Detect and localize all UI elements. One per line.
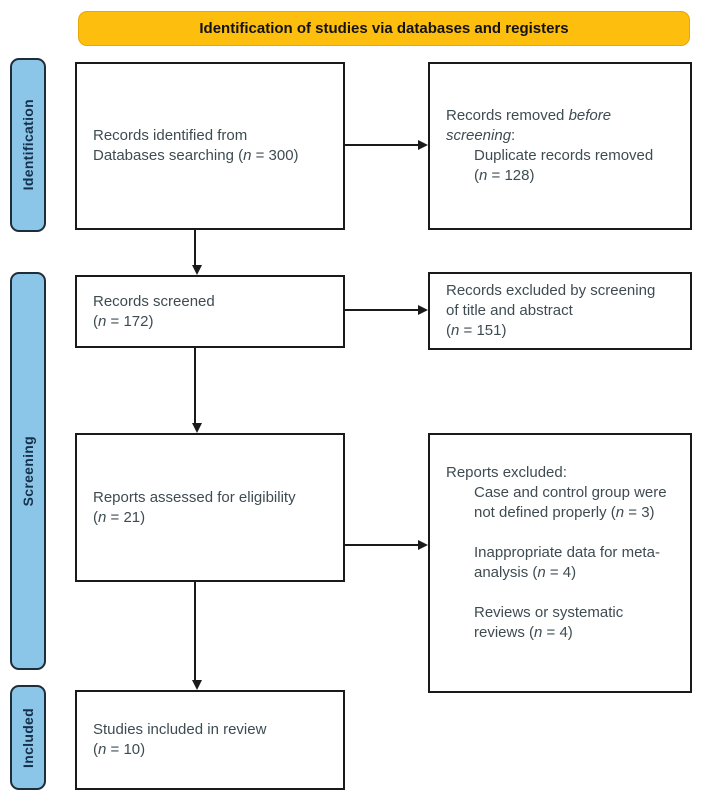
arrow-screened-to-excluded [345, 305, 428, 315]
stage-label-included: Included [10, 685, 46, 790]
arrow-identified-to-removed [345, 140, 428, 150]
arrow-assessed-to-included [192, 582, 202, 690]
box-records-screened-text: Records screened(n = 172) [93, 292, 215, 330]
arrow-screened-to-assessed [192, 348, 202, 433]
stage-label-screening: Screening [10, 272, 46, 670]
box-studies-included: Studies included in review(n = 10) [75, 690, 345, 790]
box-studies-included-text: Studies included in review(n = 10) [93, 721, 267, 758]
box-reports-excluded-text: Reports excluded:Case and control group … [446, 464, 667, 641]
box-reports-assessed: Reports assessed for eligibility(n = 21) [75, 433, 345, 582]
stage-label-identification: Identification [10, 58, 46, 232]
arrow-identified-to-screened [192, 230, 202, 275]
diagram-title: Identification of studies via databases … [199, 20, 569, 37]
box-records-screened: Records screened(n = 172) [75, 275, 345, 348]
arrow-assessed-to-excluded [345, 540, 428, 550]
stage-label-screening-text: Screening [20, 435, 36, 507]
stage-label-identification-text: Identification [20, 99, 36, 191]
diagram-title-banner: Identification of studies via databases … [78, 11, 690, 46]
box-reports-assessed-text: Reports assessed for eligibility(n = 21) [93, 488, 296, 526]
box-reports-excluded: Reports excluded:Case and control group … [428, 433, 692, 693]
stage-label-included-text: Included [20, 707, 36, 768]
